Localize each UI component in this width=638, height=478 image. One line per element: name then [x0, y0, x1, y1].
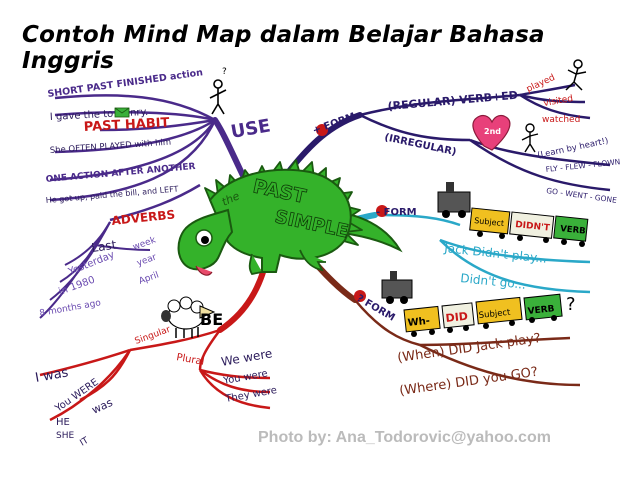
form-learn-by-heart: (Learn by heart!) — [537, 136, 610, 161]
use-one-action: ONE ACTION AFTER ANOTHER — [45, 162, 196, 185]
use-adverbs: ADVERBS — [111, 207, 176, 228]
dinosaur-illustration: the PAST SIMPLE — [177, 159, 403, 276]
question-example-you: (Where) DID you GO? — [398, 365, 538, 399]
question-wagon-verb — [523, 293, 563, 321]
sheep-illustration — [161, 296, 216, 338]
adverb-year: year — [136, 252, 159, 268]
question-wagon-subject — [475, 296, 523, 325]
adverb-months-ago: 8 months ago — [39, 298, 102, 319]
be-plural-label: Plural — [175, 352, 205, 368]
svg-text:?: ? — [222, 67, 227, 77]
negative-wagon-didnt-label: DIDN'T — [515, 220, 551, 234]
thinking-figure-icon — [521, 123, 539, 153]
use-played-example: She OFTEN PLAYED with him — [50, 138, 172, 156]
be-singular-i-was: I was — [34, 365, 70, 386]
form-regular-example-visited: visited — [543, 94, 574, 109]
heart-label: 2nd — [484, 127, 501, 136]
form-regular: (REGULAR) VERB+ED — [387, 89, 518, 113]
be-singular-she: SHE — [56, 431, 74, 441]
be-label: BE — [200, 310, 223, 329]
use-sub-branches — [49, 94, 217, 222]
question-wagon-did-label: DID — [445, 310, 469, 325]
question-wagon-wh-label: Wh- — [407, 316, 430, 329]
question-mark: ? — [566, 294, 576, 315]
be-plural-we-were: We were — [220, 346, 273, 369]
negative-example-jack: Jack Didn't play... — [443, 241, 548, 266]
stick-figure-icon: ? — [209, 67, 227, 115]
form-positive-label: + FORM — [311, 111, 357, 137]
use-past-habit: PAST HABIT — [83, 116, 170, 135]
question-wagon-subject-label: Subject — [478, 308, 511, 321]
be-sub-branches — [39, 328, 271, 422]
be-singular-was: was — [90, 396, 115, 417]
adverb-last: Last — [90, 238, 117, 255]
question-wagon-verb-label: VERB — [527, 304, 555, 317]
question-train: Wh- DID Subject VERB ? — [381, 271, 576, 337]
adverb-in-1980: in 1980 — [57, 275, 96, 298]
form-negative-label: - FORM — [376, 207, 417, 218]
negative-wagon-verb-label: VERB — [560, 224, 586, 237]
page-title: Contoh Mind Map dalam Belajar Bahasa Ing… — [22, 22, 545, 74]
negative-train: Subject DIDN'T VERB — [437, 182, 589, 247]
form-regular-example-watched: watched — [542, 115, 580, 125]
negative-wagon-subject-label: Subject — [474, 216, 505, 228]
negative-wagon-didnt — [509, 211, 555, 239]
adverb-april: April — [138, 270, 161, 286]
adverb-branches — [39, 221, 151, 319]
question-wagon-did — [441, 302, 475, 329]
jumping-figure-icon — [565, 59, 587, 91]
envelope-icon — [114, 107, 130, 118]
use-got-up-example: He got up, paid the bill, and LEFT — [45, 184, 179, 205]
be-singular-he: HE — [56, 417, 70, 428]
question-wagon-wh — [403, 305, 441, 333]
heart-icon — [472, 114, 511, 151]
photo-credit: Photo by: Ana_Todorovic@yahoo.com — [258, 429, 551, 446]
negative-wagon-verb — [553, 215, 589, 242]
question-example-jack: (When) DID Jack play? — [396, 331, 541, 366]
be-plural-you-were: You were — [222, 368, 269, 387]
be-singular-it: IT — [79, 436, 91, 449]
form-question-sub-branches — [354, 299, 581, 387]
negative-example-go: Didn't go... — [460, 271, 527, 292]
use-label: USE — [229, 115, 272, 143]
form-negative-sub-branches — [374, 213, 591, 294]
negative-wagon-subject — [469, 207, 511, 235]
